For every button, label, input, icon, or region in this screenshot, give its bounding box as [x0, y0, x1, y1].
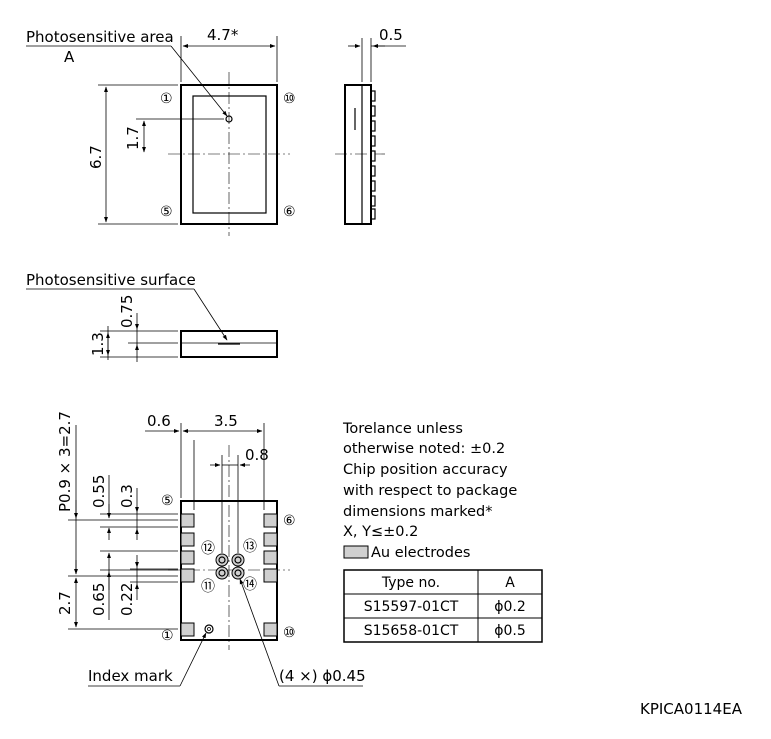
note-line-2: otherwise noted: ±0.2 [343, 441, 505, 457]
note-line-3: Chip position accuracy [343, 462, 508, 478]
package-outline [180, 84, 278, 225]
bottom-pitch-inner-dim: 0.8 [245, 446, 269, 464]
side-view: 0.5 [335, 26, 406, 225]
area-symbol: A [64, 48, 75, 66]
pin-6-label: ⑥ [283, 513, 296, 529]
pin-1-label: ① [160, 91, 173, 107]
note-line-5: dimensions marked* [343, 504, 493, 520]
electrode-pad [180, 568, 195, 583]
table-header-type: Type no. [381, 575, 440, 591]
round-pad [231, 553, 245, 567]
profile-outline [180, 330, 278, 358]
electrode-pad [180, 532, 195, 547]
note-line-1: Torelance unless [342, 421, 463, 437]
table-cell: ϕ0.2 [494, 599, 526, 615]
type-table: Type no. A S15597-01CT ϕ0.2 S15658-01CT … [343, 569, 543, 643]
profile-surface-dim: 0.75 [118, 295, 136, 328]
note-line-4: with respect to package [343, 483, 517, 499]
notes-block: Torelance unless otherwise noted: ±0.2 C… [342, 421, 517, 561]
photosensitive-area-mark [225, 115, 233, 123]
photosensitive-area-label: Photosensitive area [26, 28, 174, 46]
bottom-edge-dim: 0.6 [147, 412, 171, 430]
pin-13-label: ⑬ [243, 539, 257, 555]
pin-1-label: ① [161, 628, 174, 644]
pin-5-label: ⑤ [161, 493, 174, 509]
pin-10-label: ⑩ [283, 91, 296, 107]
pin-14-label: ⑭ [243, 577, 257, 593]
top-view: Photosensitive area A 4.7* 6.7 1.7 ① ⑩ ⑤… [26, 26, 296, 236]
table-cell: ϕ0.5 [494, 623, 526, 639]
electrode-pad [263, 568, 278, 583]
note-line-6: X, Y≤±0.2 [343, 524, 418, 540]
top-width-dim: 4.7* [207, 26, 239, 44]
round-pad [215, 566, 229, 580]
top-offset-dim: 1.7 [124, 126, 142, 150]
pad-offset-dim: 0.55 [90, 475, 108, 508]
electrode-pad [180, 622, 195, 637]
bottom-view: ⑤ ⑥ ① ⑩ ⑫ ⑬ ⑪ ⑭ 0.6 3.5 0.8 [56, 411, 366, 687]
profile-height-dim: 1.3 [89, 332, 107, 356]
table-cell: S15658-01CT [364, 623, 459, 639]
pad-height-dim: 0.3 [118, 484, 136, 508]
top-height-dim: 6.7 [87, 145, 105, 169]
electrode-pad [263, 622, 278, 637]
electrode-legend-label: Au electrodes [371, 545, 470, 561]
index-mark-label: Index mark [88, 667, 173, 685]
round-pad [215, 553, 229, 567]
round-pad [231, 566, 245, 580]
side-thickness-dim: 0.5 [379, 26, 403, 44]
lower-pad-dim: 0.22 [118, 583, 136, 616]
window-outline [192, 95, 267, 214]
pin-6-label: ⑥ [283, 204, 296, 220]
pin-10-label: ⑩ [283, 625, 296, 641]
electrode-pad [180, 550, 195, 565]
table-cell: S15597-01CT [364, 599, 459, 615]
table-header-a: A [505, 575, 515, 591]
pin-12-label: ⑫ [201, 541, 215, 557]
pin-11-label: ⑪ [201, 579, 215, 595]
index-mark-circle [204, 624, 214, 634]
electrode-pad [263, 532, 278, 547]
electrode-pad [263, 513, 278, 528]
electrode-pad [180, 513, 195, 528]
pitch-dim: P0.9 × 3=2.7 [56, 411, 74, 512]
profile-view: Photosensitive surface 0.75 1.3 [26, 271, 278, 362]
side-outline [344, 84, 372, 225]
lower-offset-dim: 0.65 [90, 583, 108, 616]
figure-code: KPICA0114EA [640, 700, 743, 718]
pin-5-label: ⑤ [160, 204, 173, 220]
electrode-pad [263, 550, 278, 565]
holes-dim: (4 ×) ϕ0.45 [279, 667, 366, 685]
lower-span-dim: 2.7 [56, 591, 74, 615]
electrode-legend-swatch [343, 545, 369, 559]
bottom-span-dim: 3.5 [214, 412, 238, 430]
photosensitive-surface-label: Photosensitive surface [26, 271, 196, 289]
